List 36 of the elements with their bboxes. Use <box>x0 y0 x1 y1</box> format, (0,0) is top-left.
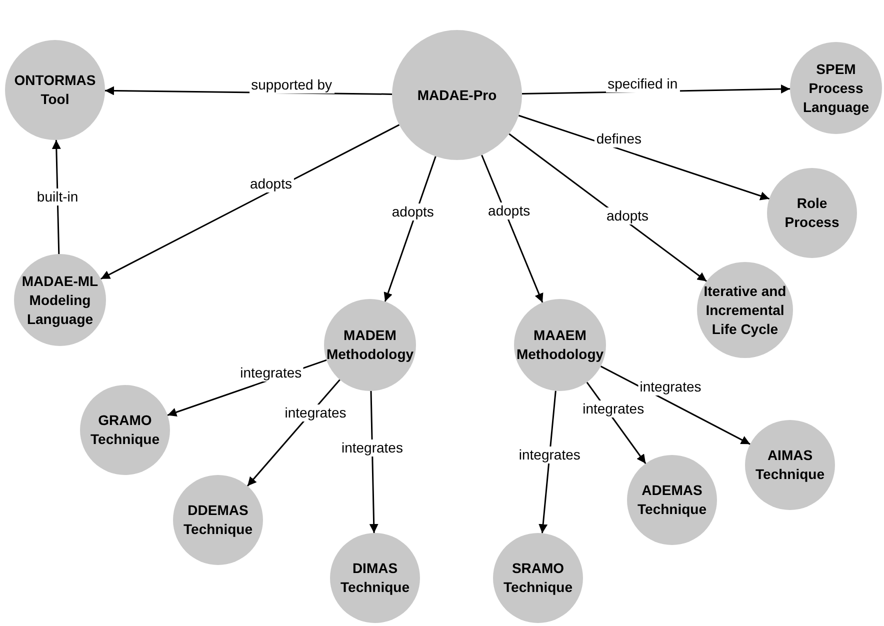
arrow <box>518 114 770 200</box>
node-label: ADEMAS Technique <box>636 481 708 519</box>
edge-label: integrates <box>516 446 582 464</box>
node-label: SPEM Process Language <box>802 60 870 116</box>
arrow <box>600 366 750 445</box>
node-label: DIMAS Technique <box>340 559 410 597</box>
arrow <box>369 390 378 534</box>
node-label: MADAE-Pro <box>416 86 498 104</box>
node-label: Role Process <box>784 194 840 232</box>
node-label: DDEMAS Technique <box>182 501 254 539</box>
arrow <box>481 154 544 303</box>
node-label: SRAMO Technique <box>502 559 574 597</box>
arrow <box>538 390 556 534</box>
node-label: MADAE-ML Modeling Language <box>20 272 100 328</box>
node-label: MAAEM Methodology <box>515 326 605 364</box>
node-label: MADEM Methodology <box>325 326 415 364</box>
arrow <box>384 156 436 302</box>
edge-label: integrates <box>638 378 704 396</box>
edge-label: defines <box>594 130 644 148</box>
arrow <box>100 124 400 280</box>
edge-label: built-in <box>34 188 80 206</box>
node-label: Iterative and Incremental Life Cycle <box>702 282 788 338</box>
arrow <box>508 133 707 282</box>
edge-label: adopts <box>390 203 436 220</box>
node-label: ONTORMAS Tool <box>13 71 97 109</box>
edge-label: specified in <box>606 75 680 92</box>
node-label: AIMAS Technique <box>754 446 826 484</box>
edge-label: integrates <box>282 404 348 422</box>
edge-label: integrates <box>238 364 304 382</box>
node-label: GRAMO Technique <box>90 411 160 449</box>
edge-label: integrates <box>339 439 405 456</box>
edge-label: integrates <box>580 400 646 418</box>
edge-label: adopts <box>486 202 532 220</box>
edge-label: adopts <box>604 208 651 225</box>
edge-label: adopts <box>248 176 294 193</box>
edge-label: supported by <box>249 76 334 94</box>
